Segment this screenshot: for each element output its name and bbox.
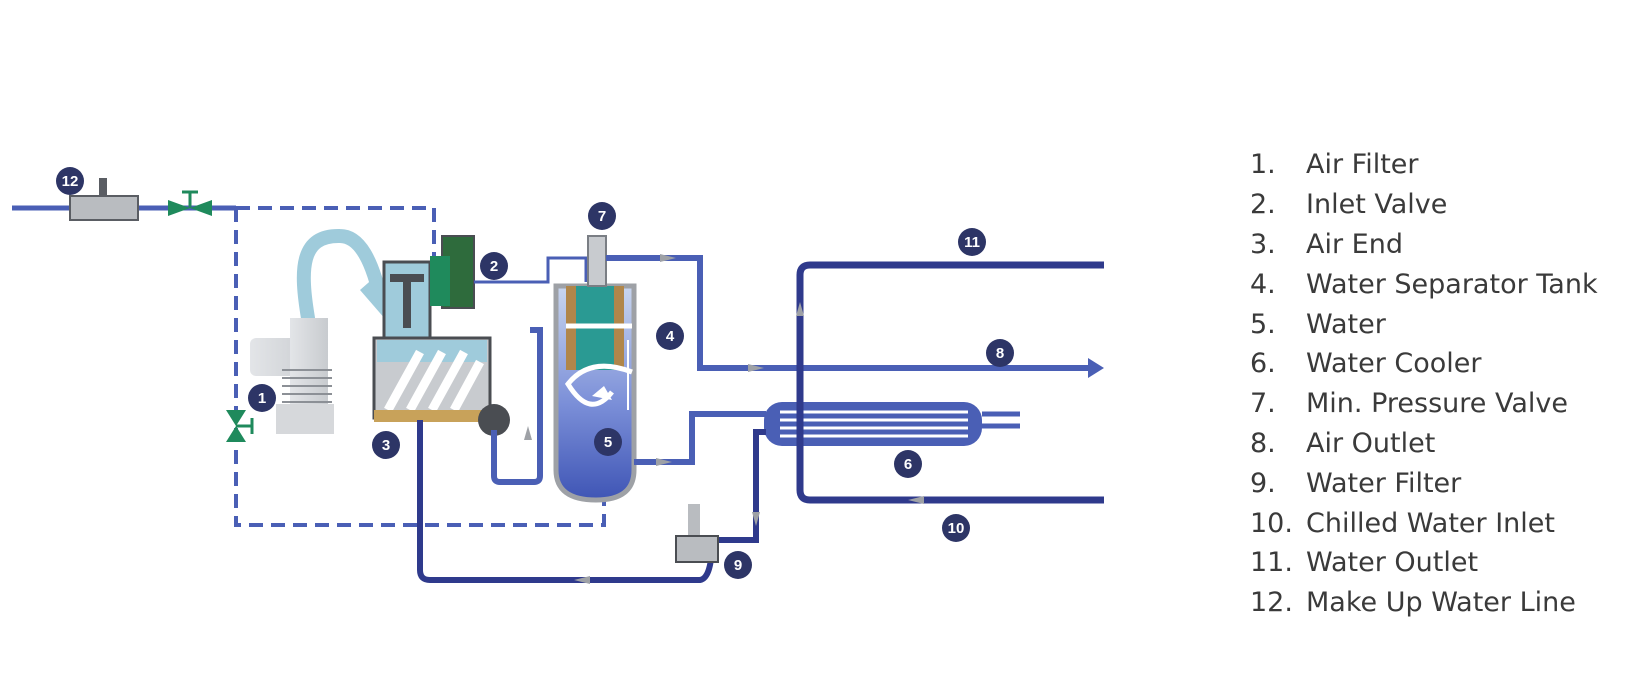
legend-item: 8. Air Outlet (1250, 424, 1598, 464)
bypass-dashed-line (234, 206, 606, 527)
legend-label: Water Cooler (1306, 348, 1482, 380)
badge-2: 2 (480, 252, 508, 280)
badge-6: 6 (894, 450, 922, 478)
badge-8: 8 (986, 339, 1014, 367)
legend-number: 2. (1250, 189, 1276, 221)
svg-text:12: 12 (62, 173, 79, 190)
badge-9: 9 (724, 551, 752, 579)
legend-label: Water Separator Tank (1306, 268, 1598, 300)
legend-number: 12. (1250, 587, 1293, 619)
svg-text:3: 3 (382, 437, 390, 454)
legend-item: 2. Inlet Valve (1250, 185, 1598, 225)
legend-item: 6. Water Cooler (1250, 344, 1598, 384)
legend-item: 12. Make Up Water Line (1250, 583, 1598, 623)
badge-4: 4 (656, 322, 684, 350)
badge-5: 5 (594, 428, 622, 456)
legend-number: 3. (1250, 228, 1276, 260)
svg-text:1: 1 (258, 390, 266, 407)
legend-number: 10. (1250, 507, 1293, 539)
badge-11: 11 (958, 228, 986, 256)
air-outlet-pipe (606, 255, 1088, 371)
legend-label: Water (1306, 308, 1386, 340)
water-cooler (764, 402, 1020, 446)
legend-label: Inlet Valve (1306, 189, 1448, 221)
water-separator-tank (553, 235, 637, 503)
legend-number: 6. (1250, 348, 1276, 380)
legend-item: 3. Air End (1250, 225, 1598, 265)
legend-number: 8. (1250, 427, 1276, 459)
legend-number: 5. (1250, 308, 1276, 340)
svg-text:5: 5 (604, 434, 612, 451)
legend-label: Min. Pressure Valve (1306, 388, 1568, 420)
badge-3: 3 (372, 431, 400, 459)
flow-arrows (524, 254, 924, 584)
legend-number: 1. (1250, 149, 1276, 181)
legend-item: 4. Water Separator Tank (1250, 264, 1598, 304)
legend-item: 5. Water (1250, 304, 1598, 344)
legend-number: 11. (1250, 547, 1293, 579)
water-filter (675, 504, 719, 563)
chilled-water-loop (796, 261, 1104, 504)
svg-text:4: 4 (666, 328, 675, 345)
svg-text:11: 11 (964, 234, 980, 251)
legend-item: 1. Air Filter (1250, 145, 1598, 185)
svg-text:7: 7 (598, 208, 606, 225)
legend-number: 7. (1250, 388, 1276, 420)
legend-item: 9. Water Filter (1250, 463, 1598, 503)
legend-label: Air Outlet (1306, 427, 1436, 459)
legend-number: 9. (1250, 467, 1276, 499)
badge-12: 12 (56, 167, 84, 195)
legend-item: 11. Water Outlet (1250, 543, 1598, 583)
badge-7: 7 (588, 202, 616, 230)
control-line (474, 256, 588, 284)
svg-text:10: 10 (948, 520, 965, 537)
hot-water-pipe (634, 411, 766, 465)
legend-label: Air End (1306, 228, 1403, 260)
svg-text:2: 2 (490, 258, 498, 275)
svg-text:8: 8 (996, 345, 1004, 362)
legend-item: 10. Chilled Water Inlet (1250, 503, 1598, 543)
make-up-water-line (12, 178, 236, 221)
badge-10: 10 (942, 514, 970, 542)
make-up-valve-icon (168, 190, 212, 216)
legend-label: Water Filter (1306, 467, 1462, 499)
air-filter (250, 228, 387, 434)
legend-label: Chilled Water Inlet (1306, 507, 1555, 539)
air-end-discharge-pipe (491, 327, 543, 485)
badge-1: 1 (248, 384, 276, 412)
legend-label: Make Up Water Line (1306, 587, 1576, 619)
component-legend: 1. Air Filter 2. Inlet Valve 3. Air End 4. W… (1250, 145, 1598, 623)
svg-text:6: 6 (904, 456, 912, 473)
legend-number: 4. (1250, 268, 1276, 300)
inlet-valve-and-air-end (360, 235, 510, 436)
drain-valve-icon (226, 410, 254, 442)
legend-item: 7. Min. Pressure Valve (1250, 384, 1598, 424)
legend-label: Air Filter (1306, 149, 1419, 181)
svg-text:9: 9 (734, 557, 742, 574)
legend-label: Water Outlet (1306, 547, 1479, 579)
air-outlet-arrow-icon (1088, 358, 1104, 378)
